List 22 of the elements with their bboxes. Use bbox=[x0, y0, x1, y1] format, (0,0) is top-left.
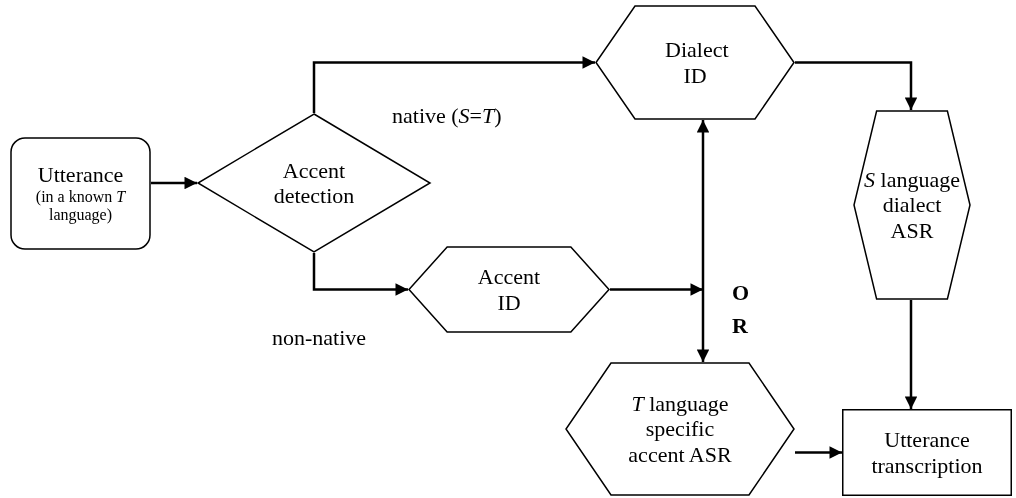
hexagon bbox=[408, 246, 610, 333]
process-box bbox=[842, 409, 1012, 496]
rounded-box bbox=[10, 137, 151, 250]
arrow bbox=[312, 253, 408, 296]
arrow bbox=[795, 61, 918, 110]
hexagon bbox=[853, 110, 971, 300]
hexagon bbox=[595, 5, 795, 120]
node-label: Utterance bbox=[37, 162, 124, 188]
node-label: Accent ID bbox=[476, 264, 542, 315]
node-label: Utterance transcription bbox=[870, 427, 984, 478]
arrow bbox=[696, 120, 710, 362]
arrow bbox=[312, 56, 595, 113]
node-label: Accent detection bbox=[272, 157, 356, 209]
node-label: S language dialect ASR bbox=[863, 167, 961, 243]
arrow bbox=[795, 446, 842, 459]
hexagon bbox=[565, 362, 795, 496]
arrow bbox=[151, 176, 197, 190]
node-subtitle: (in a known T language) bbox=[34, 187, 127, 225]
arrow bbox=[904, 300, 918, 409]
node-label: T language specific accent ASR bbox=[627, 391, 733, 467]
arrow bbox=[610, 283, 703, 296]
annotation-label: OR bbox=[732, 279, 751, 340]
